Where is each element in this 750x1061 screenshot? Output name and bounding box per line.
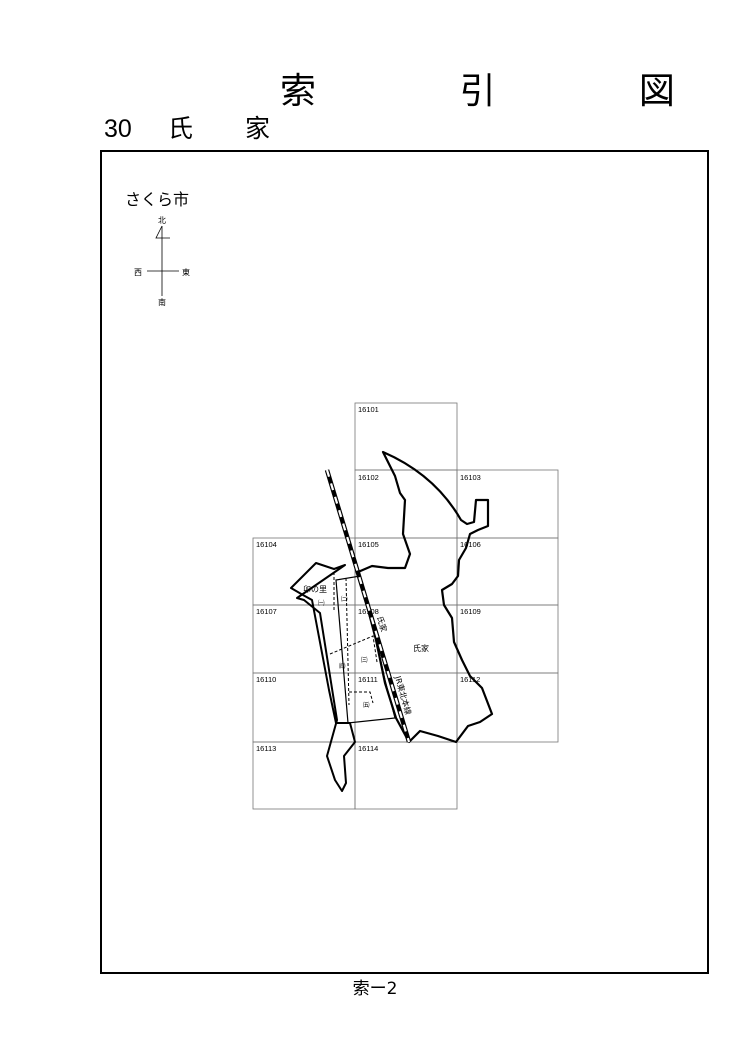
district-heading: 30 氏 家 bbox=[104, 116, 292, 142]
ujiie-boundary bbox=[356, 450, 494, 744]
section-label-2: ㈡ bbox=[341, 594, 348, 603]
jr-tohoku-railway bbox=[324, 469, 412, 743]
sheet-16114[interactable] bbox=[354, 741, 458, 810]
city-name: さくら市 bbox=[125, 190, 190, 209]
map-frame bbox=[100, 150, 709, 974]
compass-south-label: 南 bbox=[158, 298, 166, 307]
sheet-label: 16113 bbox=[256, 744, 276, 753]
section-label-4: ㈣ bbox=[339, 661, 346, 670]
sheet-label: 16101 bbox=[358, 405, 379, 414]
sheet-label: 16114 bbox=[358, 744, 378, 753]
station-label: 氏家 bbox=[375, 615, 389, 633]
compass-east-label: 東 bbox=[182, 268, 190, 277]
page-number: 索ー2 bbox=[352, 979, 398, 999]
district-name: 氏 家 bbox=[168, 114, 292, 143]
unonosato-area-label: 卯の里 bbox=[303, 585, 327, 594]
sheet-label: 16105 bbox=[358, 540, 379, 549]
ujiie-area-label: 氏家 bbox=[413, 643, 429, 653]
compass-rose bbox=[147, 225, 179, 296]
district-number: 30 bbox=[104, 115, 132, 143]
sheet-label: 16111 bbox=[358, 675, 378, 684]
sheet-label: 16103 bbox=[460, 473, 481, 482]
sheet-label: 16106 bbox=[460, 540, 481, 549]
sheet-grid bbox=[252, 402, 559, 810]
sheet-label: 16112 bbox=[460, 675, 480, 684]
sheet-label: 16104 bbox=[256, 540, 277, 549]
sheet-16112[interactable] bbox=[456, 672, 559, 743]
sheet-label: 16109 bbox=[460, 607, 481, 616]
page-title: 索 引 図 bbox=[280, 71, 741, 112]
section-label-1: ㈠ bbox=[318, 598, 325, 607]
sheet-label: 16102 bbox=[358, 473, 379, 482]
sheet-label: 16107 bbox=[256, 607, 277, 616]
compass-west-label: 西 bbox=[134, 268, 142, 277]
section-label-5: ㈤ bbox=[363, 700, 370, 709]
section-dividers bbox=[329, 572, 378, 706]
unonosato-boundary bbox=[290, 562, 356, 792]
compass-north-label: 北 bbox=[158, 216, 166, 225]
section-label-3: ㈢ bbox=[361, 655, 368, 664]
sheet-label: 16110 bbox=[256, 675, 276, 684]
